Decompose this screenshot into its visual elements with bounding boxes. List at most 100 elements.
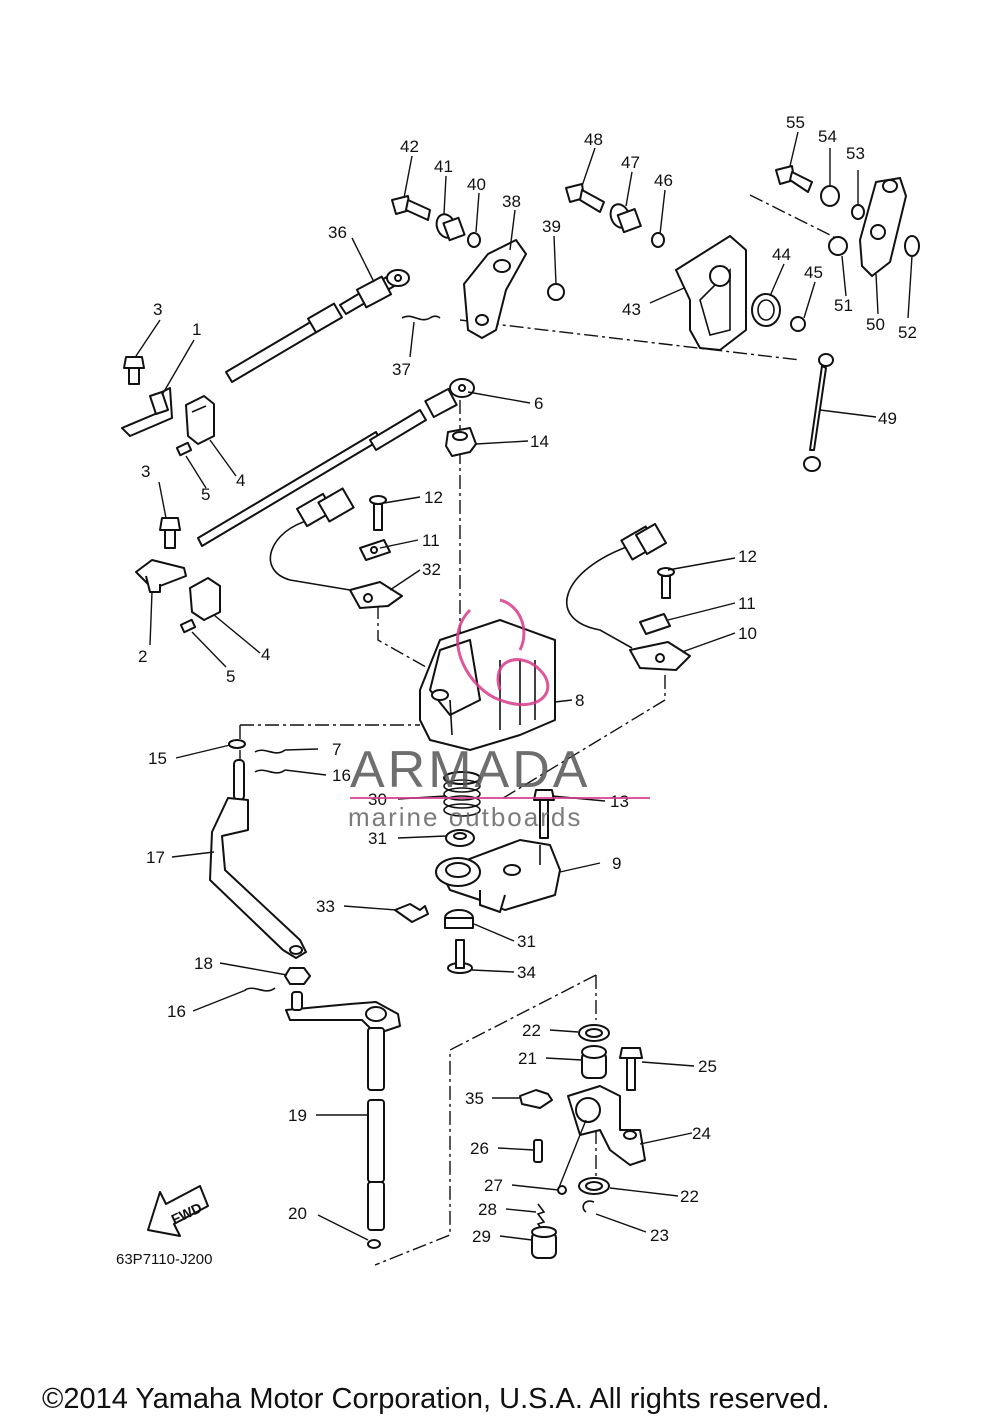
collar-47: [609, 203, 642, 234]
clip-7: [254, 749, 286, 754]
callout-12b: 12: [738, 547, 757, 566]
bolt-48: [565, 183, 605, 213]
callout-48: 48: [584, 130, 603, 149]
callout-44: 44: [772, 245, 791, 264]
clip-16b: [244, 987, 276, 992]
callout-38: 38: [502, 192, 521, 211]
diagram-code: 63P7110-J200: [116, 1251, 212, 1268]
callout-28: 28: [478, 1200, 497, 1219]
callout-16a: 16: [332, 766, 351, 785]
callout-33: 33: [316, 897, 335, 916]
callout-14: 14: [530, 432, 549, 451]
callout-3a: 3: [153, 300, 162, 319]
fitting-35: [519, 1089, 553, 1109]
callout-6: 6: [534, 394, 543, 413]
link-plate-50: [859, 177, 907, 277]
shift-lever-17: [209, 759, 307, 959]
callout-19: 19: [288, 1106, 307, 1125]
watermark-logo-icon: [456, 598, 550, 706]
plunger-29: [531, 1226, 557, 1259]
shift-bracket-9: [435, 839, 561, 913]
callout-20: 20: [288, 1204, 307, 1223]
callout-37: 37: [392, 360, 411, 379]
clip-16a: [254, 769, 286, 774]
callout-26: 26: [470, 1139, 489, 1158]
collar-31b: [444, 909, 474, 929]
callout-13: 13: [610, 792, 629, 811]
callout-2: 2: [138, 647, 147, 666]
washer-53: [851, 204, 865, 220]
collar-31a: [445, 829, 475, 847]
callout-9: 9: [612, 854, 621, 873]
callout-4b: 4: [261, 645, 270, 664]
lever-38: [463, 239, 527, 339]
callout-17: 17: [146, 848, 165, 867]
callout-51: 51: [834, 296, 853, 315]
collar-41: [435, 213, 466, 242]
callout-43: 43: [622, 300, 641, 319]
bolt-3b: [159, 517, 181, 549]
callout-53: 53: [846, 144, 865, 163]
callout-54: 54: [818, 127, 837, 146]
callout-24: 24: [692, 1124, 711, 1143]
pin-26: [533, 1139, 543, 1163]
throttle-cable: [225, 269, 410, 383]
callout-12a: 12: [424, 488, 443, 507]
shift-cable: [197, 378, 475, 547]
plate-11b: [639, 613, 671, 635]
callout-21: 21: [518, 1049, 537, 1068]
callout-55: 55: [786, 113, 805, 132]
fitting-33: [394, 903, 429, 923]
fwd-arrow-icon: FWD: [147, 1185, 209, 1237]
washer-22a: [578, 1024, 610, 1042]
callout-41: 41: [434, 157, 453, 176]
callout-numbers: 1 3 4 5 3 2 4 5 6 14 12 11 32 12 11 10 8…: [138, 113, 917, 1246]
callout-29: 29: [472, 1227, 491, 1246]
callout-27: 27: [484, 1176, 503, 1195]
spring-28: [536, 1203, 546, 1233]
leader-lines: [135, 131, 913, 1241]
collar-51: [828, 236, 848, 256]
callout-50: 50: [866, 315, 885, 334]
callout-46: 46: [654, 171, 673, 190]
oring-20: [367, 1239, 381, 1249]
copyright: ©2014 Yamaha Motor Corporation, U.S.A. A…: [42, 1383, 830, 1415]
watermark-brand: ARMADA: [350, 741, 590, 799]
bushing-21: [581, 1045, 607, 1079]
callout-15: 15: [148, 749, 167, 768]
screw-12a: [369, 495, 387, 531]
washer-46: [651, 232, 665, 248]
shift-rod-19: [367, 1027, 385, 1231]
callout-16b: 16: [167, 1002, 186, 1021]
callout-3b: 3: [141, 462, 150, 481]
neutral-switch-10: [566, 522, 691, 671]
callout-18: 18: [194, 954, 213, 973]
callout-5a: 5: [201, 485, 210, 504]
shift-arm: [285, 991, 401, 1035]
neutral-switch-32: [269, 487, 403, 609]
callout-22a: 22: [522, 1021, 541, 1040]
callout-22b: 22: [680, 1187, 699, 1206]
callout-40: 40: [467, 175, 486, 194]
rod-49: [803, 353, 834, 472]
cable-bracket-2: [135, 559, 187, 593]
cable-end-37: [401, 315, 441, 321]
callout-4a: 4: [236, 471, 245, 490]
callout-5b: 5: [226, 667, 235, 686]
callout-36: 36: [328, 223, 347, 242]
joint-14: [445, 427, 477, 457]
control-housing-8: [419, 619, 556, 751]
watermark: ARMADA marine outboards: [348, 598, 650, 832]
plate-11a: [359, 539, 391, 561]
callout-35: 35: [465, 1089, 484, 1108]
washer-52: [904, 235, 920, 257]
callout-39: 39: [542, 217, 561, 236]
bolt-3a: [123, 356, 145, 385]
callout-47: 47: [621, 153, 640, 172]
cable-bracket-1: [121, 387, 173, 437]
spring-30: [443, 771, 481, 817]
callout-11b: 11: [738, 594, 756, 613]
washer-22b: [578, 1177, 610, 1195]
bolt-42: [391, 195, 431, 221]
